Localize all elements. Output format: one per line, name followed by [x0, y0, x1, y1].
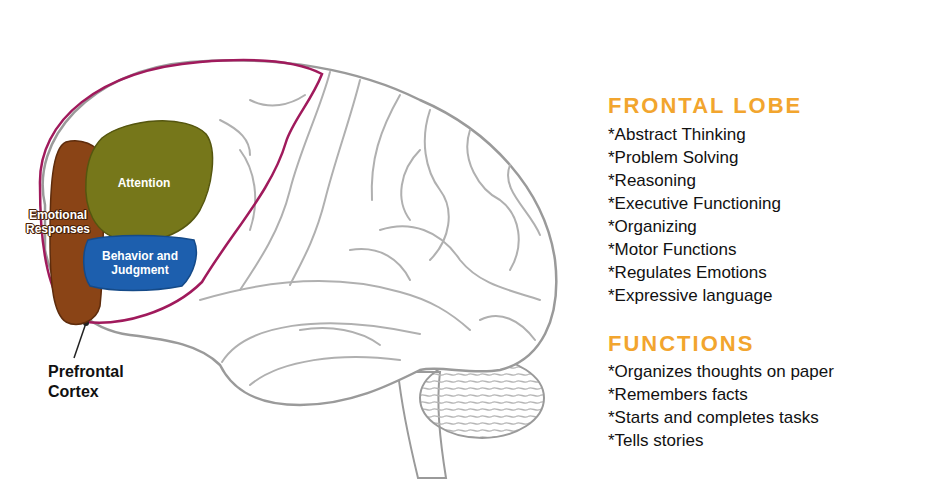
region-fill — [84, 236, 197, 291]
list-item: *Abstract Thinking — [608, 124, 746, 145]
list-item: *Expressive language — [608, 285, 772, 306]
gyri — [200, 72, 540, 385]
list-item: *Remembers facts — [608, 384, 748, 405]
list-item: *Reasoning — [608, 170, 696, 191]
list-item: *Problem Solving — [608, 147, 738, 168]
region-callout: Prefrontal Cortex — [48, 362, 138, 402]
list-item: *Motor Functions — [608, 239, 737, 260]
region-fill — [86, 121, 213, 242]
list-item: *Tells stories — [608, 430, 703, 451]
region-label: Emotional Responses — [18, 208, 98, 236]
list-item: *Executive Functioning — [608, 193, 781, 214]
section-heading: FUNCTIONS — [608, 331, 754, 357]
leader-line — [74, 323, 86, 358]
region-label: Behavior and Judgment — [90, 249, 190, 277]
cerebrum-outline — [43, 60, 557, 405]
list-item: *Regulates Emotions — [608, 262, 767, 283]
list-item: *Starts and completes tasks — [608, 407, 819, 428]
brain-region: Attention — [82, 118, 214, 244]
list-item: *Organizes thoughts on paper — [608, 361, 834, 382]
section-heading: FRONTAL LOBE — [608, 93, 802, 119]
region-label: Attention — [94, 176, 194, 190]
list-item: *Organizing — [608, 216, 697, 237]
brain-region: Behavior and Judgment — [82, 234, 198, 292]
